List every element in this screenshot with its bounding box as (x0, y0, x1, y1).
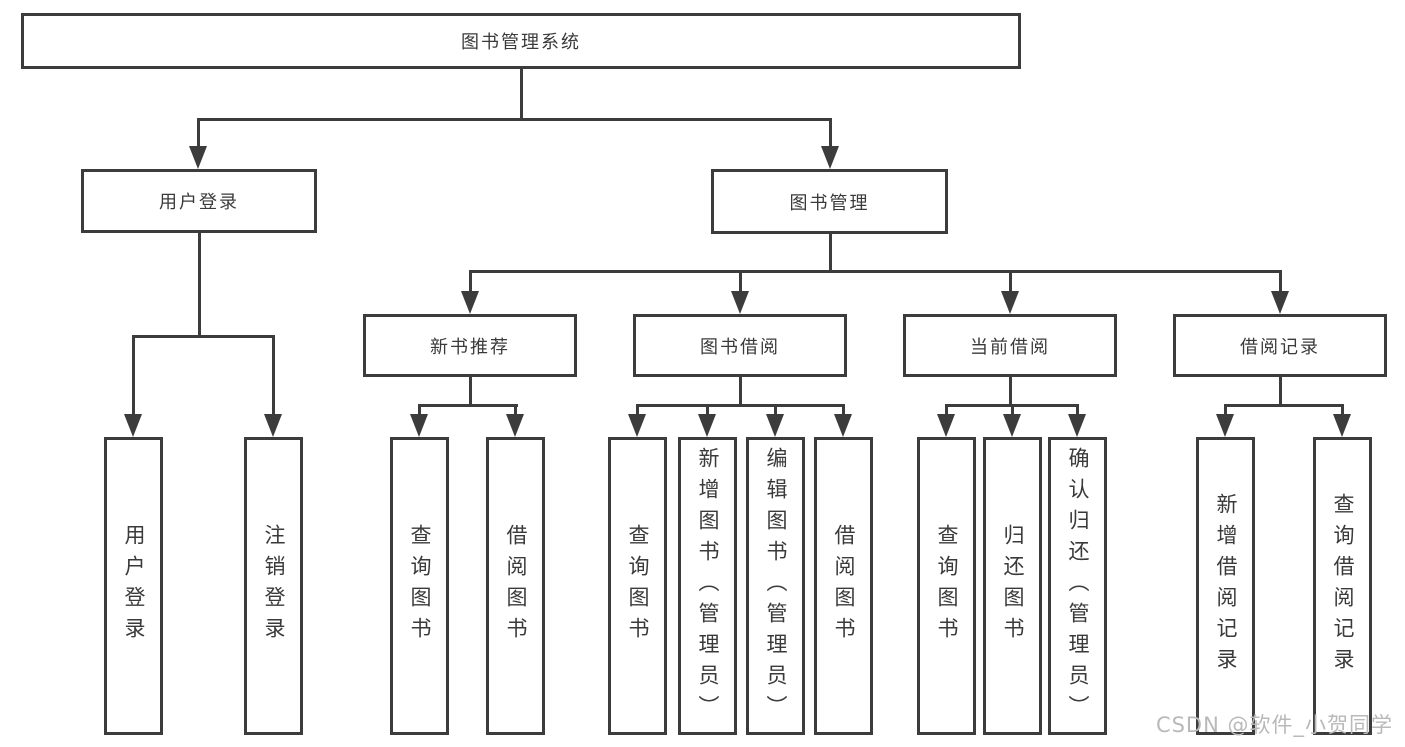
connector-line (514, 404, 517, 417)
connector-line (829, 118, 832, 148)
leaf-add-book-admin: 新增图书（管理员） (678, 437, 737, 735)
connector-line (1076, 404, 1079, 417)
leaf-borrow-books: 借阅图书 (814, 437, 873, 735)
connector-line (739, 270, 742, 293)
connector-line (739, 377, 742, 405)
connector-line (469, 377, 472, 405)
connector-line (272, 335, 275, 415)
node-book-management: 图书管理 (711, 169, 948, 234)
connector-line (774, 404, 777, 417)
leaf-edit-book-admin: 编辑图书（管理员） (746, 437, 805, 735)
node-new-book-recommendation: 新书推荐 (363, 314, 577, 377)
connector-line (706, 404, 709, 417)
connector-arrow (698, 414, 716, 437)
connector-arrow (189, 146, 207, 169)
connector-arrow (628, 414, 646, 437)
connector-line (469, 270, 472, 293)
leaf-logout: 注销登录 (244, 437, 303, 735)
connector-arrow (731, 291, 749, 314)
connector-arrow (461, 291, 479, 314)
connector-arrow (410, 414, 428, 437)
connector-arrow (834, 414, 852, 437)
connector-line (132, 335, 135, 415)
connector-arrow (1333, 414, 1351, 437)
connector-line (945, 404, 948, 417)
connector-line (1279, 377, 1282, 405)
leaf-query-books-borrowing: 查询图书 (608, 437, 667, 735)
connector-line (1341, 404, 1344, 417)
node-user-login: 用户登录 (81, 169, 317, 233)
connector-arrow (1216, 414, 1234, 437)
node-current-borrowing: 当前借阅 (903, 314, 1117, 377)
connector-line (1224, 404, 1227, 417)
node-book-borrowing: 图书借阅 (633, 314, 847, 377)
connector-line (636, 404, 639, 417)
connector-line (1009, 377, 1012, 405)
csdn-watermark: CSDN @软件_小贺同学 (1155, 713, 1393, 737)
connector-line (1224, 404, 1344, 407)
leaf-query-borrow-record: 查询借阅记录 (1313, 437, 1372, 735)
leaf-query-books-current: 查询图书 (917, 437, 976, 735)
leaf-return-books: 归还图书 (983, 437, 1042, 735)
connector-arrow (1271, 291, 1289, 314)
connector-line (197, 118, 200, 148)
connector-arrow (264, 414, 282, 437)
connector-line (636, 404, 845, 407)
connector-line (1011, 404, 1014, 417)
connector-line (132, 335, 275, 338)
connector-line (418, 404, 421, 417)
connector-arrow (506, 414, 524, 437)
connector-arrow (937, 414, 955, 437)
connector-arrow (766, 414, 784, 437)
connector-line (520, 68, 523, 119)
node-borrowing-records: 借阅记录 (1173, 314, 1387, 377)
connector-line (418, 404, 518, 407)
connector-line (197, 118, 832, 121)
connector-line (829, 233, 832, 271)
leaf-user-login: 用户登录 (104, 437, 163, 735)
connector-arrow (1001, 291, 1019, 314)
connector-line (842, 404, 845, 417)
leaf-query-books-recommend: 查询图书 (390, 437, 449, 735)
connector-arrow (821, 146, 839, 169)
connector-arrow (124, 414, 142, 437)
leaf-borrow-books-recommend: 借阅图书 (486, 437, 545, 735)
leaf-add-borrow-record: 新增借阅记录 (1196, 437, 1255, 735)
connector-arrow (1068, 414, 1086, 437)
connector-line (469, 270, 1282, 273)
connector-line (1009, 270, 1012, 293)
leaf-confirm-return-admin: 确认归还（管理员） (1048, 437, 1107, 735)
connector-line (198, 232, 201, 336)
connector-line (1279, 270, 1282, 293)
node-library-management-system: 图书管理系统 (21, 13, 1021, 69)
connector-arrow (1003, 414, 1021, 437)
